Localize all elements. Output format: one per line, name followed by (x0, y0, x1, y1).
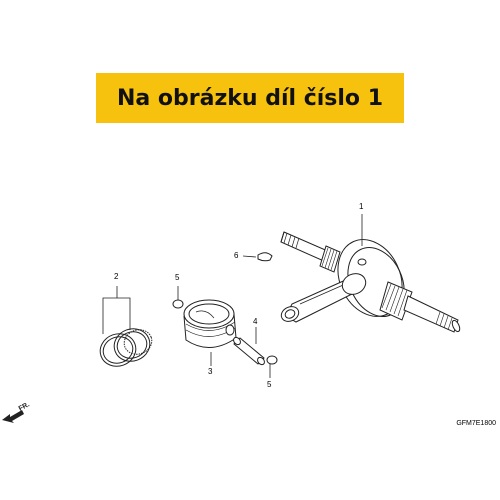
woodruff-key-part[interactable] (257, 252, 273, 262)
piston-pin-part[interactable] (232, 336, 266, 366)
leader-line-2 (102, 286, 131, 334)
piston-rings-part[interactable] (96, 324, 156, 371)
arrow-front-icon: FR. (2, 401, 31, 423)
front-direction-indicator: FR. (0, 398, 44, 428)
callout-2: 2 (114, 272, 119, 281)
highlight-banner: Na obrázku díl číslo 1 (96, 73, 404, 123)
callout-3: 3 (208, 367, 213, 376)
pin-clip-right-part[interactable] (266, 355, 278, 365)
diagram-code: GFM7E1800 (456, 420, 496, 427)
callout-5-right: 5 (267, 380, 272, 389)
leader-line-6 (242, 255, 257, 258)
pin-clip-left-part[interactable] (172, 299, 184, 309)
callout-4: 4 (253, 317, 258, 326)
callout-6: 6 (234, 251, 239, 260)
piston-part[interactable] (183, 299, 237, 348)
crankshaft-part[interactable] (279, 229, 461, 333)
arrow-front-label: FR. (18, 401, 31, 413)
callout-1: 1 (359, 202, 364, 211)
banner-text: Na obrázku díl číslo 1 (116, 85, 384, 111)
callout-5-left: 5 (175, 273, 180, 282)
